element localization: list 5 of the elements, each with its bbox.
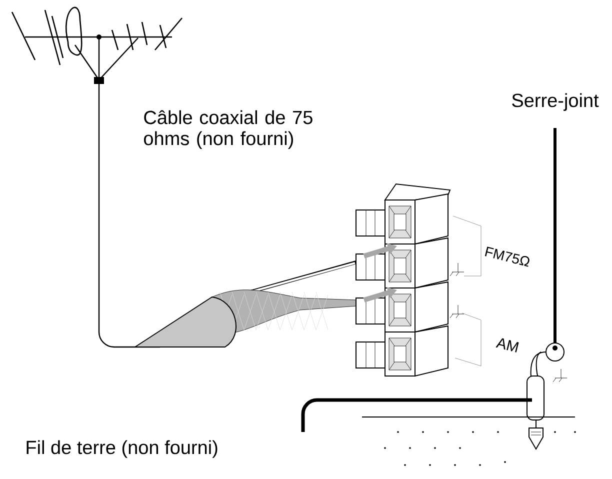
label-text: Câble coaxial de 75 ohms (non fourni) [144, 110, 312, 149]
label-text: AM [496, 338, 519, 352]
label-text: FM75Ω [484, 246, 530, 267]
label-text: Serre-joint [512, 93, 599, 111]
label-text: Fil de terre (non fourni) [26, 440, 218, 458]
